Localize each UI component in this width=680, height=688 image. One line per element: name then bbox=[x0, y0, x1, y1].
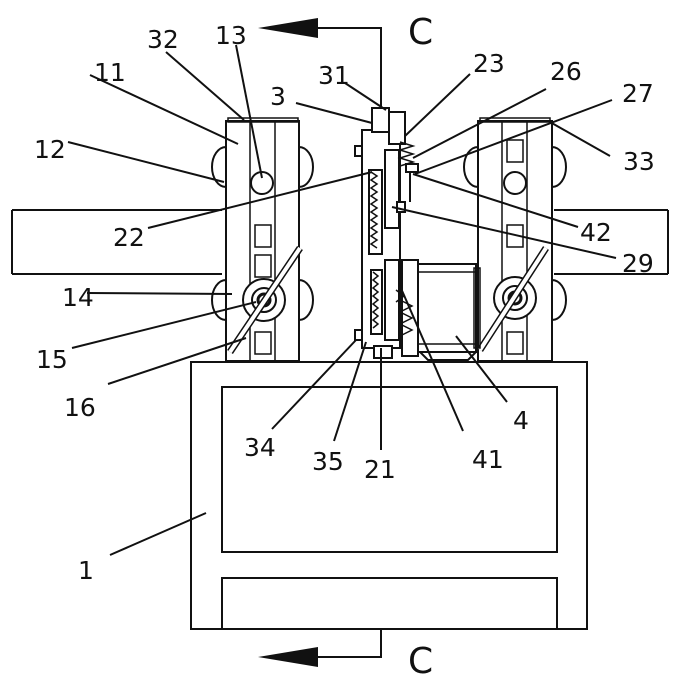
label-29: 29 bbox=[622, 249, 654, 278]
label-14: 14 bbox=[62, 283, 94, 312]
section-arrow-top-icon bbox=[258, 18, 318, 38]
strip bbox=[11, 209, 669, 275]
left-roller-assembly bbox=[211, 117, 314, 362]
label-27: 27 bbox=[622, 79, 654, 108]
motor bbox=[401, 259, 481, 361]
label-3: 3 bbox=[270, 82, 286, 111]
section-line-top bbox=[258, 18, 382, 110]
label-35: 35 bbox=[312, 447, 344, 476]
label-1: 1 bbox=[78, 556, 94, 585]
label-32: 32 bbox=[147, 25, 179, 54]
callout-labels: C C 32 13 11 12 22 14 15 16 1 31 3 23 26… bbox=[34, 12, 655, 682]
label-22: 22 bbox=[113, 223, 145, 252]
label-23: 23 bbox=[473, 49, 505, 78]
label-12: 12 bbox=[34, 135, 66, 164]
right-roller-assembly bbox=[463, 117, 567, 362]
section-label-bottom: C bbox=[408, 641, 433, 682]
label-42: 42 bbox=[580, 218, 612, 247]
label-11: 11 bbox=[94, 58, 126, 87]
label-13: 13 bbox=[215, 21, 247, 50]
upper-spring bbox=[397, 141, 416, 167]
label-16: 16 bbox=[64, 393, 96, 422]
label-4: 4 bbox=[513, 406, 529, 435]
label-31: 31 bbox=[318, 61, 350, 90]
label-15: 15 bbox=[36, 345, 68, 374]
section-arrow-bottom-icon bbox=[258, 647, 318, 667]
label-33: 33 bbox=[623, 147, 655, 176]
leader-lines bbox=[67, 44, 617, 556]
label-41: 41 bbox=[472, 445, 504, 474]
base-frame bbox=[190, 361, 588, 630]
label-26: 26 bbox=[550, 57, 582, 86]
label-21: 21 bbox=[364, 455, 396, 484]
section-label-top: C bbox=[408, 12, 433, 53]
label-34: 34 bbox=[244, 433, 276, 462]
